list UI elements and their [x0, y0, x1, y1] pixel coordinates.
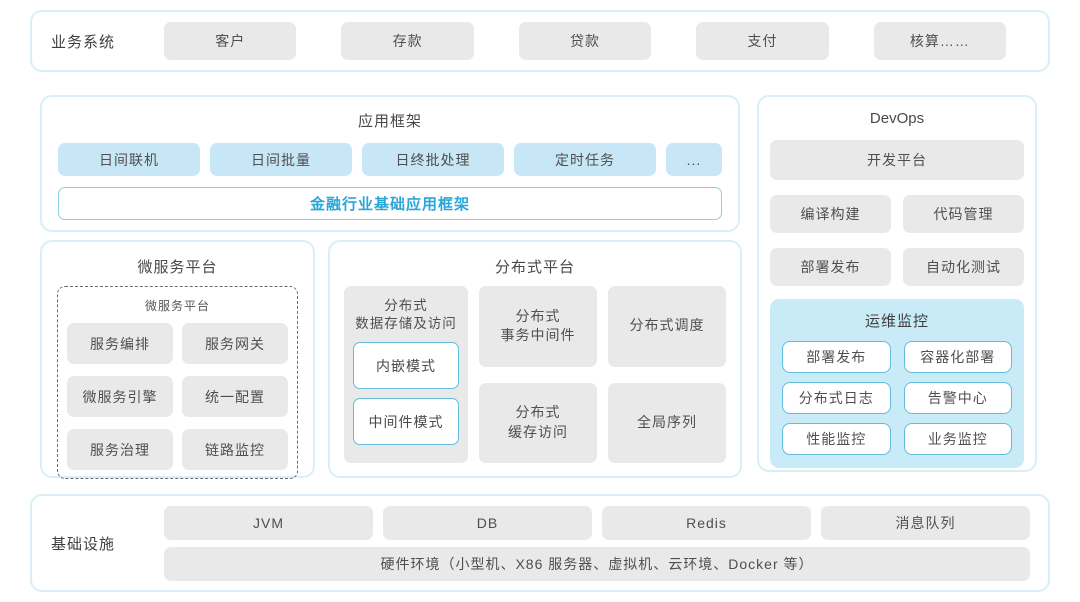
distributed-col-2: 分布式 事务中间件 分布式 缓存访问 — [479, 286, 597, 463]
ops-monitoring-items: 部署发布 容器化部署 分布式日志 告警中心 性能监控 业务监控 — [782, 341, 1012, 455]
distributed-transaction-middleware: 分布式 事务中间件 — [479, 286, 597, 367]
business-system-item-customer: 客户 — [164, 22, 297, 60]
business-systems-items: 客户 存款 贷款 支付 核算…… — [164, 22, 1048, 60]
microservice-platform-section: 微服务平台 微服务平台 服务编排 服务网关 微服务引擎 统一配置 服务治理 链路… — [40, 240, 315, 479]
ops-monitoring-group: 运维监控 部署发布 容器化部署 分布式日志 告警中心 性能监控 业务监控 — [770, 299, 1024, 468]
devops-items: 编译构建 代码管理 部署发布 自动化测试 — [770, 195, 1024, 286]
dev-platform: 开发平台 — [770, 140, 1024, 180]
microservice-inner-group: 微服务平台 服务编排 服务网关 微服务引擎 统一配置 服务治理 链路监控 — [57, 286, 298, 479]
business-systems-section: 业务系统 客户 存款 贷款 支付 核算…… — [30, 10, 1050, 72]
infra-item-db: DB — [383, 505, 592, 540]
devops-item-build: 编译构建 — [770, 195, 891, 233]
microservice-platform-title: 微服务平台 — [137, 259, 218, 276]
ops-item-deploy-release: 部署发布 — [782, 341, 891, 373]
ops-item-distributed-log: 分布式日志 — [782, 382, 891, 414]
microservice-item-tracing: 链路监控 — [182, 429, 288, 470]
distributed-scheduling: 分布式调度 — [608, 286, 726, 367]
framework-item-daytime-online: 日间联机 — [58, 143, 200, 176]
business-systems-label: 业务系统 — [51, 33, 116, 51]
infra-item-redis: Redis — [602, 505, 811, 540]
distributed-col-3: 分布式调度 全局序列 — [608, 286, 726, 463]
framework-item-daytime-batch: 日间批量 — [210, 143, 352, 176]
devops-section: DevOps 开发平台 编译构建 代码管理 部署发布 自动化测试 运维监控 部署… — [757, 95, 1037, 472]
framework-item-eod-batch: 日终批处理 — [362, 143, 504, 176]
infrastructure-label: 基础设施 — [51, 535, 116, 553]
hardware-environment: 硬件环境（小型机、X86 服务器、虚拟机、云环境、Docker 等） — [164, 546, 1030, 581]
app-framework-title: 应用框架 — [357, 113, 422, 130]
microservice-item-orchestration: 服务编排 — [67, 323, 173, 364]
storage-mode-middleware: 中间件模式 — [353, 398, 459, 446]
app-framework-section: 应用框架 日间联机 日间批量 日终批处理 定时任务 ... 金融行业基础应用框架 — [40, 95, 740, 232]
devops-title: DevOps — [869, 110, 925, 127]
ops-monitoring-title: 运维监控 — [864, 313, 929, 330]
distributed-storage-title: 分布式 数据存储及访问 — [355, 298, 457, 332]
business-system-item-accounting: 核算…… — [873, 22, 1007, 60]
distributed-body: 分布式 数据存储及访问 内嵌模式 中间件模式 分布式 事务中间件 分布式 缓存访… — [344, 286, 726, 463]
infrastructure-row: JVM DB Redis 消息队列 — [164, 505, 1030, 540]
microservice-item-config: 统一配置 — [182, 376, 288, 417]
infrastructure-items: JVM DB Redis 消息队列 硬件环境（小型机、X86 服务器、虚拟机、云… — [164, 505, 1048, 581]
microservice-items: 服务编排 服务网关 微服务引擎 统一配置 服务治理 链路监控 — [67, 323, 288, 470]
global-sequence: 全局序列 — [608, 382, 726, 463]
distributed-cache-access: 分布式 缓存访问 — [479, 382, 597, 463]
business-system-item-payment: 支付 — [696, 22, 829, 60]
ops-item-container-deploy: 容器化部署 — [903, 341, 1012, 373]
ops-item-performance-monitor: 性能监控 — [782, 423, 891, 455]
business-system-item-loan: 贷款 — [518, 22, 652, 60]
distributed-platform-section: 分布式平台 分布式 数据存储及访问 内嵌模式 中间件模式 分布式 事务中间件 分… — [328, 240, 742, 478]
microservice-inner-title: 微服务平台 — [144, 299, 210, 313]
distributed-platform-title: 分布式平台 — [494, 259, 575, 276]
app-framework-items: 日间联机 日间批量 日终批处理 定时任务 ... — [58, 143, 722, 176]
devops-item-code-mgmt: 代码管理 — [903, 195, 1024, 233]
devops-item-auto-test: 自动化测试 — [903, 248, 1024, 286]
infrastructure-section: 基础设施 JVM DB Redis 消息队列 硬件环境（小型机、X86 服务器、… — [30, 494, 1050, 592]
distributed-storage-group: 分布式 数据存储及访问 内嵌模式 中间件模式 — [344, 286, 468, 463]
infra-item-jvm: JVM — [164, 505, 373, 540]
framework-item-scheduled-task: 定时任务 — [514, 143, 656, 176]
microservice-item-gateway: 服务网关 — [182, 323, 288, 364]
finance-base-framework: 金融行业基础应用框架 — [58, 187, 722, 220]
microservice-item-governance: 服务治理 — [67, 429, 173, 470]
ops-item-business-monitor: 业务监控 — [903, 423, 1012, 455]
devops-item-deploy: 部署发布 — [770, 248, 891, 286]
infra-item-mq: 消息队列 — [821, 505, 1030, 540]
storage-mode-embedded: 内嵌模式 — [353, 342, 459, 390]
framework-item-more: ... — [666, 143, 722, 176]
business-system-item-deposit: 存款 — [341, 22, 474, 60]
microservice-item-engine: 微服务引擎 — [67, 376, 173, 417]
ops-item-alert-center: 告警中心 — [903, 382, 1012, 414]
